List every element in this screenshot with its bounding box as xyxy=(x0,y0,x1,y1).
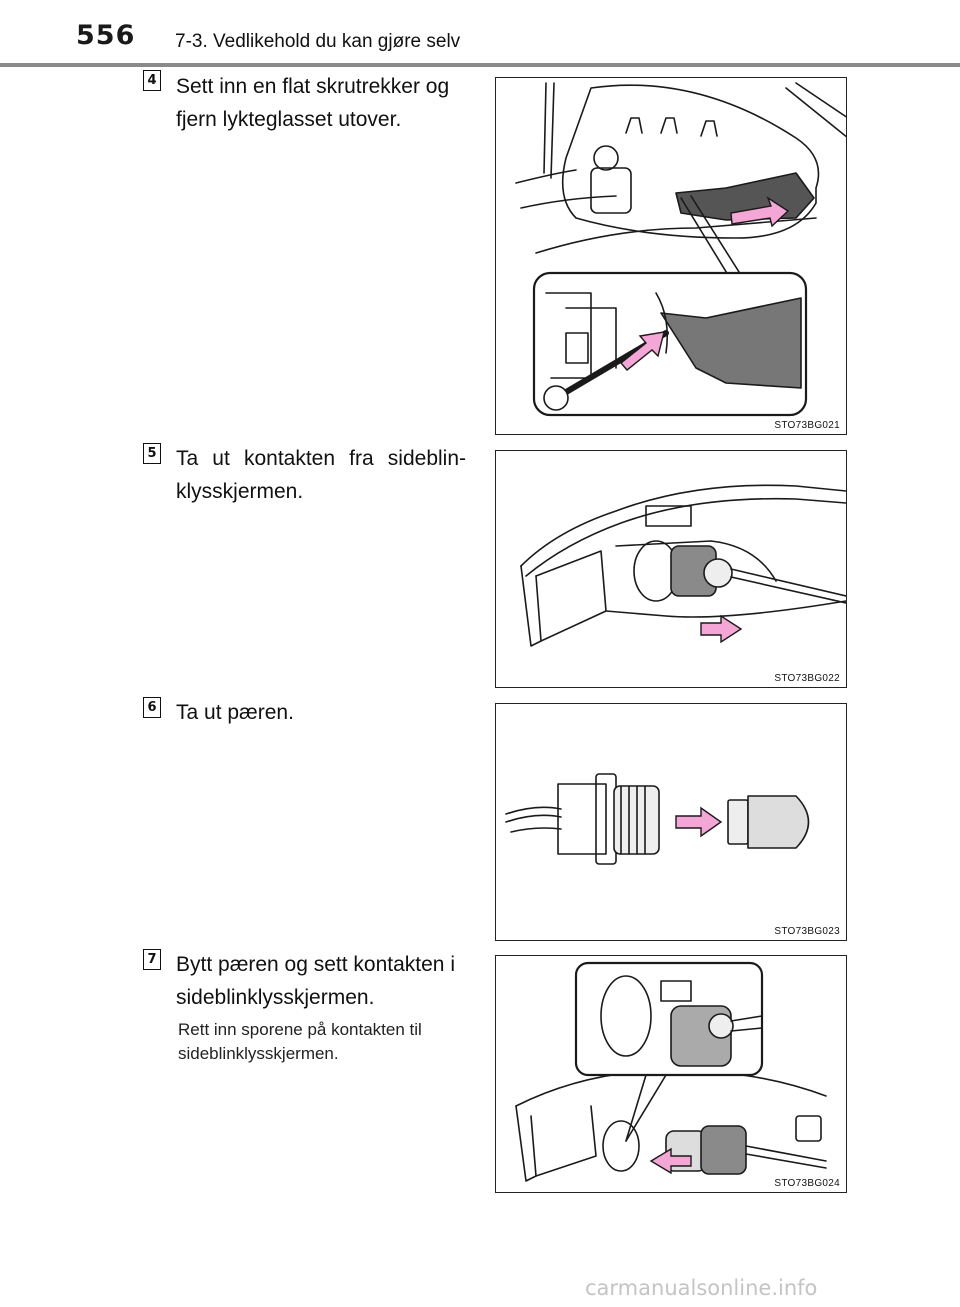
bulb-removal-illustration xyxy=(505,773,810,865)
arrow-outward xyxy=(730,196,790,228)
figure-step-7: STO73BG024 xyxy=(495,955,847,1193)
connector-removal-illustration xyxy=(520,484,846,647)
figure-code: STO73BG024 xyxy=(774,1178,840,1189)
arrow-pull-bulb xyxy=(675,806,723,838)
section-title: 7-3. Vedlikehold du kan gjøre selv xyxy=(175,31,461,52)
figure-code: STO73BG021 xyxy=(774,420,840,431)
step-5-text: Ta ut kontakten fra sideblin-klysskjerme… xyxy=(176,442,466,508)
step-5-badge: 5 xyxy=(143,443,161,464)
step-6-badge: 6 xyxy=(143,697,161,718)
step-5-text-content: Ta ut kontakten fra sideblin-klysskjerme… xyxy=(176,447,466,503)
figure-step-6: STO73BG023 xyxy=(495,703,847,941)
watermark-link[interactable]: carmanualsonline.info xyxy=(585,1276,818,1300)
figure-code: STO73BG023 xyxy=(774,926,840,937)
mirror-lens-removal-illustration xyxy=(515,82,846,417)
figure-code: STO73BG022 xyxy=(774,673,840,684)
arrow-insert-connector xyxy=(649,1147,692,1175)
arrow-pull-connector xyxy=(700,614,743,644)
page-number: 556 xyxy=(76,20,136,51)
figure-step-5: STO73BG022 xyxy=(495,450,847,688)
connector-install-illustration xyxy=(515,961,827,1182)
step-7-text: Bytt pæren og sett kontakten i sideblink… xyxy=(176,953,455,1009)
figure-step-4: STO73BG021 xyxy=(495,77,847,435)
step-4-badge: 4 xyxy=(143,70,161,91)
arrow-insert-screwdriver xyxy=(619,331,665,371)
header-divider xyxy=(0,63,960,67)
step-7-badge: 7 xyxy=(143,949,161,970)
step-6-text: Ta ut pæren. xyxy=(176,701,294,724)
step-7-note: Rett inn sporene på kontakten til sidebl… xyxy=(178,1020,422,1063)
step-4-text: Sett inn en flat skrutrekker og fjern ly… xyxy=(176,75,450,131)
